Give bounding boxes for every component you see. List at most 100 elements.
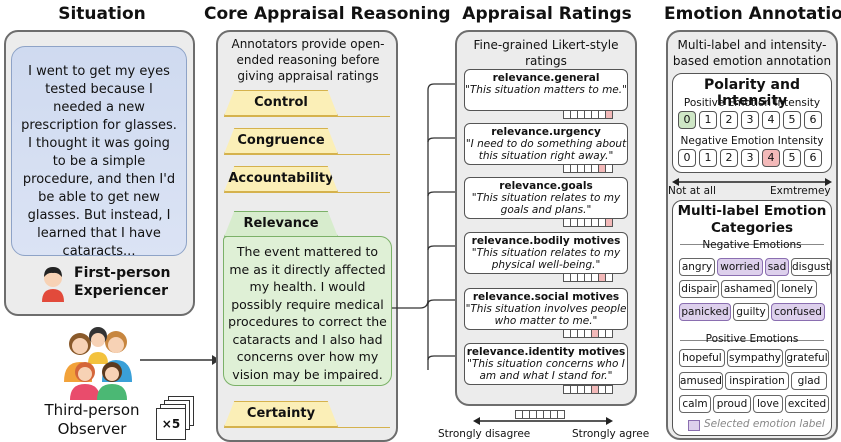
intensity-option[interactable]: 6 <box>804 149 822 167</box>
emotion-chip[interactable]: grateful <box>785 349 829 367</box>
intensity-double-arrow-icon <box>672 178 832 186</box>
rating-question: "This situation involves people who matt… <box>465 303 627 327</box>
situation-story: I went to get my eyes tested because I n… <box>11 46 187 259</box>
negative-divider <box>680 244 824 245</box>
likert-cell <box>557 410 565 419</box>
tab-relevance: Relevance <box>224 211 338 237</box>
intensity-option[interactable]: 3 <box>741 111 759 129</box>
emotion-chip[interactable]: love <box>753 395 783 413</box>
legend-scale <box>515 410 565 419</box>
group-icon <box>64 327 132 400</box>
likert-scale[interactable] <box>563 385 613 394</box>
likert-cell[interactable] <box>605 273 613 282</box>
intensity-option[interactable]: 4 <box>762 111 780 129</box>
rating-question: "This situation matters to me." <box>465 84 627 96</box>
emotion-chip[interactable]: proud <box>713 395 751 413</box>
likert-cell[interactable] <box>605 110 613 119</box>
intensity-option[interactable]: 2 <box>720 149 738 167</box>
rating-card-social: relevance.social motives "This situation… <box>464 288 628 330</box>
observer-count-card: ×5 <box>156 408 186 440</box>
experiencer-label: First-person Experiencer <box>74 265 171 299</box>
emotion-chip[interactable]: dispair <box>679 280 719 298</box>
likert-cell[interactable] <box>605 164 613 173</box>
rating-card-identity: relevance.identity motives "This situati… <box>464 343 628 385</box>
emotion-chip[interactable]: calm <box>679 395 711 413</box>
person-icon <box>42 267 64 302</box>
emotion-chip[interactable]: lonely <box>777 280 817 298</box>
likert-cell[interactable] <box>605 329 613 338</box>
emotion-intro: Multi-label and intensity-based emotion … <box>672 38 832 68</box>
likert-scale[interactable] <box>563 273 613 282</box>
rating-card-bodily: relevance.bodily motives "This situation… <box>464 232 628 274</box>
ratings-subtitle: Fine-grained Likert-style ratings <box>473 38 619 68</box>
intensity-option[interactable]: 4 <box>762 149 780 167</box>
emotion-chip[interactable]: glad <box>791 372 827 390</box>
intensity-option[interactable]: 2 <box>720 111 738 129</box>
observer-arrow <box>140 355 220 365</box>
intensity-option[interactable]: 5 <box>783 111 801 129</box>
likert-cell[interactable] <box>605 385 613 394</box>
likert-cell[interactable] <box>605 218 613 227</box>
intensity-option[interactable]: 1 <box>699 149 717 167</box>
rating-key: relevance.general <box>492 72 600 84</box>
tab-congruence: Congruence <box>224 128 338 154</box>
emotion-chip[interactable]: panicked <box>679 303 731 321</box>
negative-intensity-label: Negative Emotion Intensity <box>680 135 824 147</box>
positive-divider <box>680 340 824 341</box>
likert-scale[interactable] <box>563 164 613 173</box>
relevance-reasoning: The event mattered to me as it directly … <box>223 236 392 386</box>
tab-control-base <box>224 116 390 117</box>
not-at-all-label: Not at all <box>668 185 716 197</box>
scale-max-label: Strongly agree <box>572 428 650 440</box>
rating-question: "This situation relates to my goals and … <box>471 192 621 216</box>
extremely-label: Exmtremey <box>770 185 831 197</box>
likert-scale[interactable] <box>563 110 613 119</box>
rating-question: "This situation concerns who I am and wh… <box>467 358 625 382</box>
rating-key: relevance.social motives <box>472 291 620 303</box>
ratings-title: Appraisal Ratings <box>462 4 632 24</box>
intensity-option[interactable]: 0 <box>678 111 696 129</box>
likert-scale[interactable] <box>563 329 613 338</box>
intensity-option[interactable]: 6 <box>804 111 822 129</box>
emotion-chip[interactable]: disgust <box>791 258 831 276</box>
double-arrow-icon <box>473 417 613 425</box>
tab-certainty: Certainty <box>224 401 338 427</box>
rating-key: relevance.urgency <box>491 126 601 138</box>
emotion-chip[interactable]: confused <box>771 303 825 321</box>
rating-question: "I need to do something about this situa… <box>465 138 627 162</box>
emotion-chip[interactable]: guilty <box>733 303 769 321</box>
tab-accountability: Accountability <box>224 166 338 192</box>
emotion-chip[interactable]: sympathy <box>727 349 783 367</box>
rating-key: relevance.goals <box>499 180 593 192</box>
emotion-title: Emotion Annotation <box>664 4 841 24</box>
observer-label: Third-person Observer <box>44 401 140 438</box>
intensity-option[interactable]: 5 <box>783 149 801 167</box>
intensity-option[interactable]: 0 <box>678 149 696 167</box>
emotion-chip[interactable]: excited <box>785 395 829 413</box>
scale-min-label: Strongly disagree <box>438 428 531 440</box>
intensity-option[interactable]: 3 <box>741 149 759 167</box>
categories-title: Multi-label Emotion Categories <box>677 203 827 236</box>
rating-key: relevance.bodily motives <box>471 235 621 247</box>
rating-key: relevance.identity motives <box>466 346 626 358</box>
rating-card-goals: relevance.goals "This situation relates … <box>464 177 628 219</box>
emotion-chip[interactable]: ashamed <box>721 280 775 298</box>
tab-accountability-base <box>224 192 390 193</box>
intensity-option[interactable]: 1 <box>699 111 717 129</box>
positive-heading: Positive Emotions <box>705 333 799 345</box>
emotion-chip[interactable]: worried <box>717 258 763 276</box>
emotion-chip[interactable]: angry <box>679 258 715 276</box>
rating-card-general: relevance.general "This situation matter… <box>464 69 628 111</box>
reasoning-title: Core Appraisal Reasoning <box>204 4 451 24</box>
emotion-chip[interactable]: hopeful <box>679 349 725 367</box>
emotion-chip[interactable]: amused <box>679 372 723 390</box>
emotion-chip[interactable]: inspiration <box>725 372 789 390</box>
emotion-chip[interactable]: sad <box>765 258 789 276</box>
polarity-title: Polarity and Intensity <box>704 77 800 109</box>
selected-legend-label: Selected emotion label <box>704 418 825 430</box>
likert-scale[interactable] <box>563 218 613 227</box>
situation-title: Situation <box>58 4 146 24</box>
rating-card-urgency: relevance.urgency "I need to do somethin… <box>464 123 628 165</box>
